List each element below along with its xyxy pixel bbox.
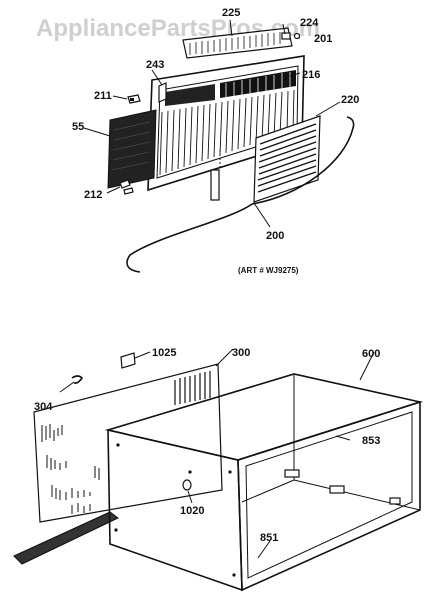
part-304-clip (71, 375, 84, 384)
callout-600: 600 (362, 348, 380, 360)
part-212-clip (119, 179, 134, 195)
callout-225: 225 (222, 7, 240, 19)
part-211-clip (127, 94, 141, 104)
cabinet-assembly: 1025 300 600 304 853 1020 851 (13, 347, 424, 592)
callout-220: 220 (341, 94, 359, 106)
part-55-filter (107, 109, 157, 189)
leader-lines-bottom (59, 348, 375, 559)
part-300-side-panel (33, 363, 223, 523)
callout-55: 55 (72, 121, 84, 133)
callout-300: 300 (232, 347, 250, 359)
part-243-bracket (158, 82, 167, 103)
callout-304: 304 (34, 401, 53, 413)
part-600-cabinet (104, 373, 424, 592)
part-225-louver-strip (182, 27, 293, 59)
callout-201: 201 (314, 33, 332, 45)
callout-216: 216 (302, 69, 320, 81)
callout-243: 243 (146, 59, 164, 71)
leader-lines-top (83, 19, 341, 228)
callout-200: 200 (266, 230, 284, 242)
callout-851: 851 (260, 532, 278, 544)
part-1025-bracket (120, 352, 136, 369)
callout-211: 211 (94, 90, 112, 102)
art-number: (ART # WJ9275) (238, 266, 299, 275)
base-strip (13, 511, 119, 565)
callout-853: 853 (362, 435, 380, 447)
callout-1020: 1020 (180, 505, 204, 517)
front-grille-assembly: 225 224 201 243 216 211 220 55 212 200 (… (72, 7, 359, 275)
callout-212: 212 (84, 189, 102, 201)
part-grille-tab (210, 169, 220, 201)
part-201-screw (293, 32, 301, 40)
callout-224: 224 (300, 17, 319, 29)
assembly-bracket-200 (126, 203, 253, 273)
assembly-bracket-200-right (251, 116, 355, 205)
part-1020-plug (182, 479, 192, 491)
part-220-front-panel (253, 115, 321, 203)
part-224-clip (281, 32, 291, 40)
callout-1025: 1025 (152, 347, 176, 359)
